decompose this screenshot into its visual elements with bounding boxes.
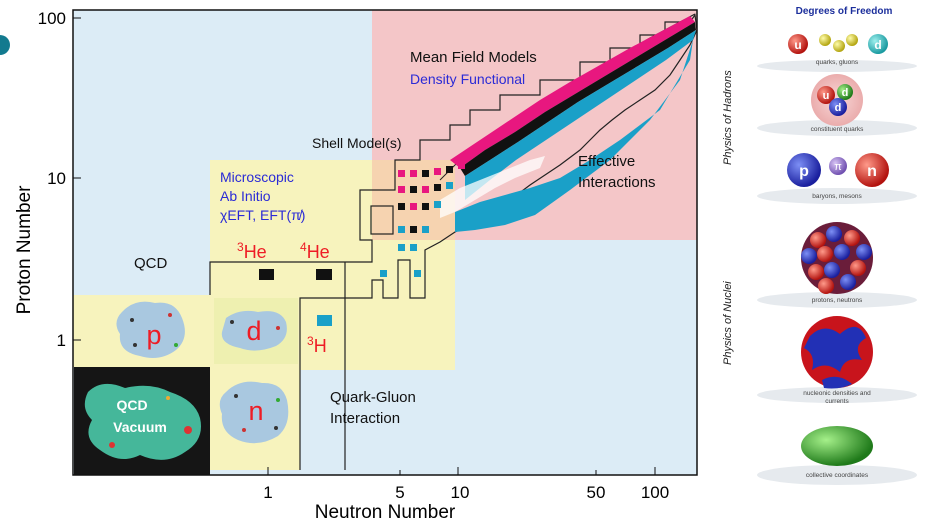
quark-u-ball bbox=[788, 34, 808, 54]
microscopic-label-3: χEFT, EFT(π̸) bbox=[220, 207, 305, 223]
gluon-ball bbox=[819, 34, 831, 46]
y-tick-10: 10 bbox=[47, 169, 66, 188]
he3-mark bbox=[259, 269, 274, 280]
proton-blob bbox=[116, 301, 185, 358]
caption-baryons-mesons: baryons, mesons bbox=[812, 193, 862, 200]
deuteron-label: d bbox=[246, 316, 261, 346]
baryon-n-label: n bbox=[867, 163, 877, 180]
cq-d2-label: d bbox=[835, 102, 842, 114]
he4-mass: 4 bbox=[300, 240, 307, 254]
collective-ellipsoid bbox=[801, 426, 873, 466]
caption-protons-neutrons: protons, neutrons bbox=[811, 297, 863, 304]
caption-quarks-gluons: quarks, gluons bbox=[815, 59, 859, 66]
platform bbox=[757, 387, 917, 403]
quark-d-ball bbox=[868, 34, 888, 54]
he3-label: 3He bbox=[237, 240, 267, 262]
h3-symbol: H bbox=[314, 336, 327, 356]
x-tick-1: 1 bbox=[263, 483, 272, 502]
nucleus-cluster bbox=[801, 222, 873, 294]
quark-gluon-label-2: Interaction bbox=[330, 410, 400, 427]
x-tick-10: 10 bbox=[451, 483, 470, 502]
density-functional-label: Density Functional bbox=[410, 71, 525, 87]
quark-gluon-label-1: Quark-Gluon bbox=[330, 389, 416, 406]
cq-u-label: u bbox=[823, 90, 830, 102]
qcd-vacuum-label-2: Vacuum bbox=[113, 419, 167, 435]
meson-pi-label: π bbox=[834, 161, 842, 173]
x-axis-title: Neutron Number bbox=[315, 502, 456, 523]
he3-symbol: He bbox=[244, 242, 267, 262]
microscopic-label-2: Ab Initio bbox=[220, 188, 271, 204]
caption-nucleonic-densities: nucleonic densities and currents bbox=[803, 390, 871, 405]
cq-d1-ball bbox=[837, 84, 853, 100]
nuclide-band-cyan bbox=[465, 30, 696, 200]
meson-pi-ball bbox=[829, 157, 847, 175]
cq-u-ball bbox=[817, 86, 835, 104]
degrees-of-freedom-illustrations: u d u d d p π n bbox=[757, 34, 917, 485]
effective-label-2: Interactions bbox=[578, 174, 656, 191]
baryon-p-ball bbox=[787, 153, 821, 187]
caption-collective-coordinates: collective coordinates bbox=[805, 472, 869, 479]
x-tick-marks bbox=[267, 467, 656, 475]
nuclear-chart-diagram: 1 5 10 50 100 100 10 1 Neutron Number Pr… bbox=[0, 9, 698, 523]
effective-label-1: Effective bbox=[578, 153, 635, 170]
baryon-p-label: p bbox=[799, 163, 809, 180]
platform bbox=[757, 292, 917, 308]
nuclide-chart-boundary bbox=[209, 13, 698, 470]
h3-label: 3H bbox=[307, 334, 327, 356]
cq-d2-ball bbox=[829, 98, 847, 116]
qcd-vacuum-shape bbox=[84, 383, 201, 460]
microscopic-label-1: Microscopic bbox=[220, 169, 294, 185]
nuclide-band-cyan-lower bbox=[455, 40, 693, 232]
platform bbox=[757, 465, 917, 485]
gluon-ball bbox=[833, 40, 845, 52]
neutron-label: n bbox=[248, 396, 263, 426]
deuteron-blob bbox=[221, 310, 287, 351]
x-tick-100: 100 bbox=[641, 483, 669, 502]
gluon-ball bbox=[846, 34, 858, 46]
y-tick-marks bbox=[73, 17, 81, 341]
y-tick-1: 1 bbox=[57, 331, 66, 350]
vacuum-particle bbox=[184, 426, 192, 434]
degrees-of-freedom-panel: Degrees of Freedom Physics of Hadrons Ph… bbox=[712, 0, 929, 523]
he3-mass: 3 bbox=[237, 240, 244, 254]
he4-label: 4He bbox=[300, 240, 330, 262]
vacuum-particle bbox=[166, 396, 170, 400]
caption-constituent-quarks: constituent quarks bbox=[810, 126, 864, 133]
vacuum-particle bbox=[109, 442, 115, 448]
degrees-of-freedom-title: Degrees of Freedom bbox=[795, 6, 893, 17]
platform bbox=[757, 60, 917, 72]
x-tick-50: 50 bbox=[587, 483, 606, 502]
nuclide-band-magenta bbox=[450, 16, 695, 168]
y-tick-100: 100 bbox=[38, 9, 66, 28]
quark-d-label: d bbox=[874, 38, 881, 52]
density-blob bbox=[801, 316, 873, 389]
plot-frame bbox=[72, 9, 698, 476]
he4-mark bbox=[316, 269, 332, 280]
h3-mark bbox=[317, 315, 332, 326]
neutron-blob bbox=[219, 381, 289, 444]
qcd-vacuum-label-1: QCD bbox=[116, 397, 147, 413]
proton-label: p bbox=[146, 320, 161, 350]
platform bbox=[757, 188, 917, 204]
he4-symbol: He bbox=[307, 242, 330, 262]
quark-u-label: u bbox=[794, 38, 801, 52]
nuclide-squares bbox=[370, 162, 465, 277]
h3-mass: 3 bbox=[307, 334, 314, 348]
mean-field-label: Mean Field Models bbox=[410, 49, 537, 66]
baryon-n-ball bbox=[855, 153, 889, 187]
platform bbox=[757, 120, 917, 136]
left-marker bbox=[0, 35, 10, 55]
nuclide-band-black bbox=[460, 22, 696, 176]
x-tick-5: 5 bbox=[395, 483, 404, 502]
qcd-label: QCD bbox=[134, 255, 168, 272]
cq-d1-label: d bbox=[842, 87, 849, 99]
shell-model-label: Shell Model(s) bbox=[312, 135, 401, 151]
y-axis-title: Proton Number bbox=[14, 185, 35, 315]
nuclide-band-white bbox=[440, 156, 545, 218]
